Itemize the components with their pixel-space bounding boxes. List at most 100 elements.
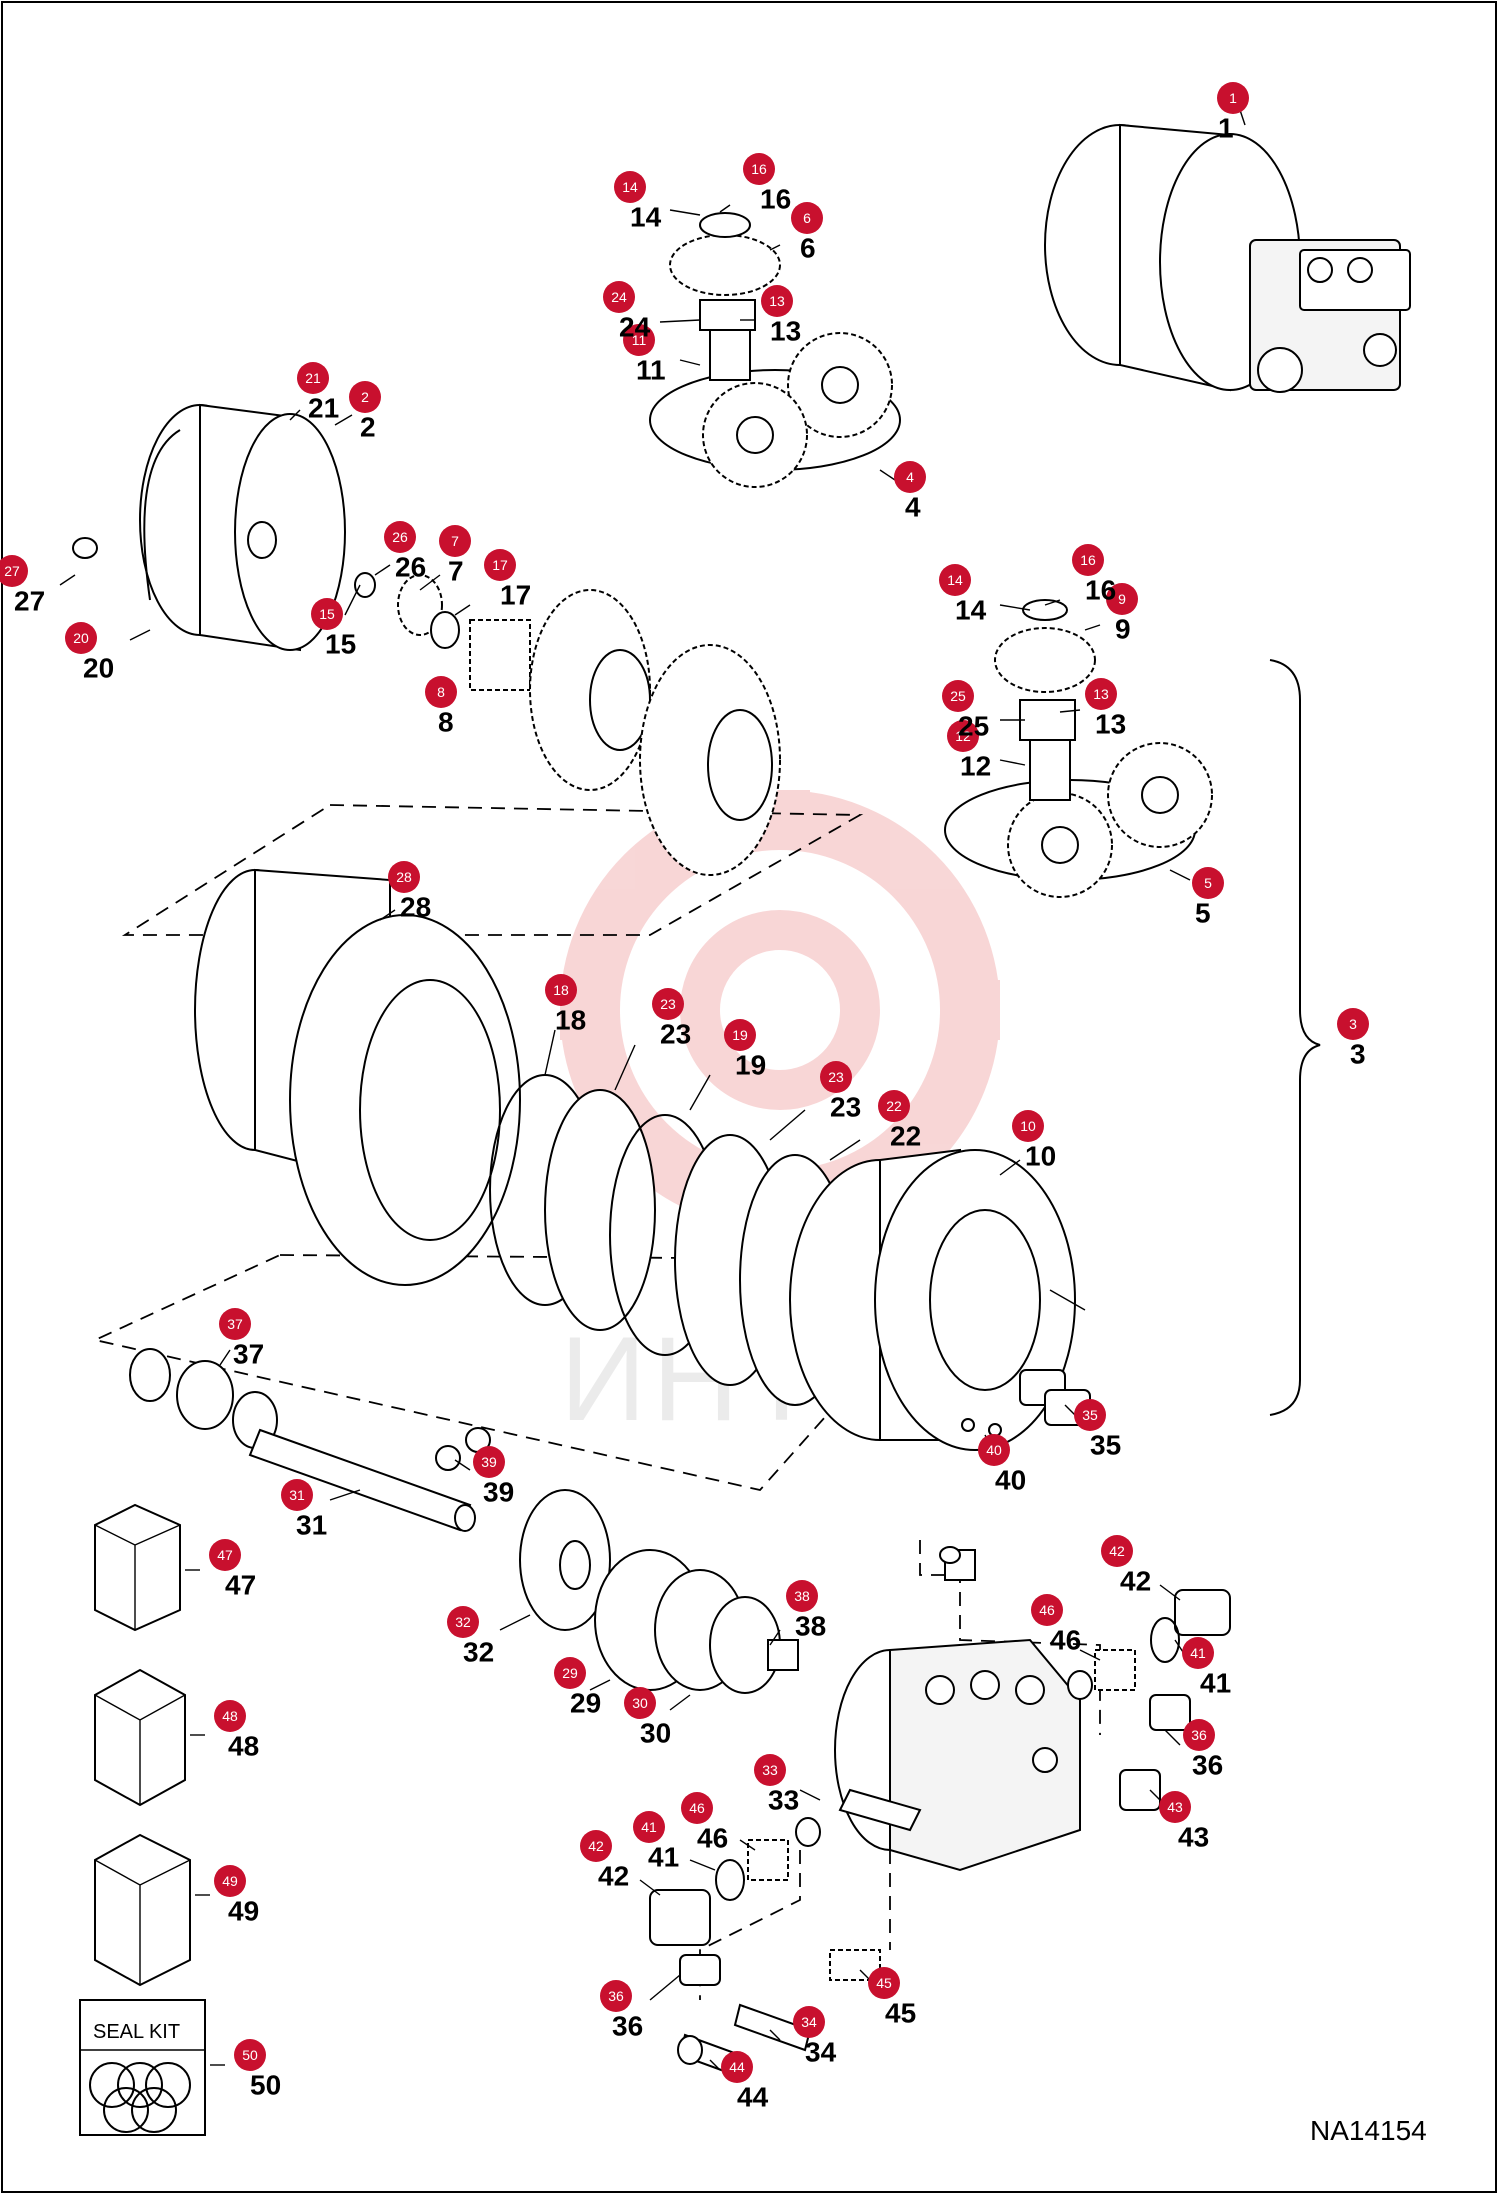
- callout-badge[interactable]: 22: [878, 1090, 910, 1122]
- callout-badge[interactable]: 41: [1182, 1637, 1214, 1669]
- callout-badge[interactable]: 42: [1101, 1535, 1133, 1567]
- leader-line: [859, 1969, 871, 1981]
- callout-badge[interactable]: 27: [0, 555, 28, 587]
- callout-badge[interactable]: 50: [234, 2039, 266, 2071]
- callout-badge[interactable]: 16: [743, 153, 775, 185]
- right-fittings: [939, 1546, 1231, 1811]
- badge-label: 24: [611, 289, 627, 305]
- callout-badge[interactable]: 1: [1217, 82, 1249, 114]
- output-shaft-group: [129, 1348, 491, 1532]
- callout-badge[interactable]: 19: [724, 1019, 756, 1051]
- callout-badge[interactable]: 49: [214, 1865, 246, 1897]
- callout-badge[interactable]: 40: [978, 1434, 1010, 1466]
- callout-badge[interactable]: 28: [388, 861, 420, 893]
- callout-badge[interactable]: 41: [633, 1811, 665, 1843]
- callout-badge[interactable]: 38: [786, 1580, 818, 1612]
- callout-badge[interactable]: 36: [600, 1980, 632, 2012]
- callout-badge[interactable]: 23: [652, 988, 684, 1020]
- callout-badge[interactable]: 39: [473, 1446, 505, 1478]
- leader-line: [614, 1044, 636, 1091]
- callout-badge[interactable]: 24: [603, 281, 635, 313]
- callout-badge[interactable]: 46: [1031, 1594, 1063, 1626]
- callout-badge[interactable]: 16: [1072, 544, 1104, 576]
- callout-badge[interactable]: 14: [614, 171, 646, 203]
- leader-line: [499, 1614, 531, 1631]
- part-number: 41: [648, 1842, 679, 1873]
- leader-line: [799, 1789, 821, 1801]
- part-number: 39: [483, 1477, 514, 1508]
- callout-badge[interactable]: 45: [868, 1967, 900, 1999]
- callout-badge[interactable]: 32: [447, 1606, 479, 1638]
- callout-badge[interactable]: 17: [484, 549, 516, 581]
- callout-badge[interactable]: 14: [939, 564, 971, 596]
- badge-label: 28: [396, 869, 412, 885]
- callout-badge[interactable]: 47: [209, 1539, 241, 1571]
- callout-badge[interactable]: 31: [281, 1479, 313, 1511]
- badge-circle: [545, 974, 577, 1006]
- badge-circle: [1031, 1594, 1063, 1626]
- callout-badge[interactable]: 26: [384, 521, 416, 553]
- callout-badge[interactable]: 36: [1183, 1719, 1215, 1751]
- callout-badge[interactable]: 2: [349, 381, 381, 413]
- badge-label: 7: [451, 533, 459, 549]
- callout-badge[interactable]: 42: [580, 1830, 612, 1862]
- callout-3: 33: [1337, 1008, 1369, 1070]
- badge-label: 50: [242, 2047, 258, 2063]
- badge-circle: [311, 598, 343, 630]
- callout-badge[interactable]: 34: [793, 2006, 825, 2038]
- part-number: 24: [619, 312, 651, 343]
- callout-badge[interactable]: 48: [214, 1700, 246, 1732]
- badge-circle: [820, 1061, 852, 1093]
- callout-badge[interactable]: 6: [791, 202, 823, 234]
- callout-badge[interactable]: 7: [439, 525, 471, 557]
- callout-badge[interactable]: 4: [894, 461, 926, 493]
- badge-label: 6: [803, 210, 811, 226]
- callout-badge[interactable]: 30: [624, 1687, 656, 1719]
- callout-badge[interactable]: 8: [425, 676, 457, 708]
- callout-badge[interactable]: 35: [1074, 1399, 1106, 1431]
- badge-circle: [791, 202, 823, 234]
- badge-label: 31: [289, 1487, 305, 1503]
- callout-badge[interactable]: 43: [1159, 1791, 1191, 1823]
- badge-circle: [1101, 1535, 1133, 1567]
- part-number: 21: [308, 393, 339, 424]
- leader-line: [769, 244, 781, 251]
- callout-badge[interactable]: 46: [681, 1792, 713, 1824]
- callout-badge[interactable]: 25: [942, 680, 974, 712]
- callout-badge[interactable]: 13: [761, 285, 793, 317]
- callout-badge[interactable]: 21: [297, 362, 329, 394]
- callout-badge[interactable]: 20: [65, 622, 97, 654]
- callout-badge[interactable]: 13: [1085, 678, 1117, 710]
- leader-line: [344, 584, 361, 616]
- badge-label: 13: [769, 293, 785, 309]
- callout-badge[interactable]: 18: [545, 974, 577, 1006]
- callout-badge[interactable]: 15: [311, 598, 343, 630]
- badge-label: 35: [1082, 1407, 1098, 1423]
- leader-line: [589, 1679, 611, 1691]
- part-number: 42: [598, 1861, 629, 1892]
- callout-badge[interactable]: 33: [754, 1754, 786, 1786]
- callout-badge[interactable]: 10: [1012, 1110, 1044, 1142]
- callout-badge[interactable]: 11: [623, 324, 655, 356]
- callout-badge[interactable]: 9: [1106, 583, 1138, 615]
- callout-badge[interactable]: 37: [219, 1308, 251, 1340]
- badge-label: 26: [392, 529, 408, 545]
- callout-badge[interactable]: 23: [820, 1061, 852, 1093]
- callout-1: 11: [1217, 82, 1249, 144]
- callout-badge[interactable]: 12: [947, 720, 979, 752]
- callout-badge[interactable]: 3: [1337, 1008, 1369, 1040]
- badge-circle: [349, 381, 381, 413]
- leader-line: [709, 2059, 721, 2071]
- leader-line: [999, 604, 1031, 611]
- leader-line: [334, 414, 353, 426]
- callout-badge[interactable]: 5: [1192, 867, 1224, 899]
- callout-badge[interactable]: 29: [554, 1657, 586, 1689]
- badge-circle: [681, 1792, 713, 1824]
- badge-circle: [793, 2006, 825, 2038]
- callout-badge[interactable]: 44: [721, 2051, 753, 2083]
